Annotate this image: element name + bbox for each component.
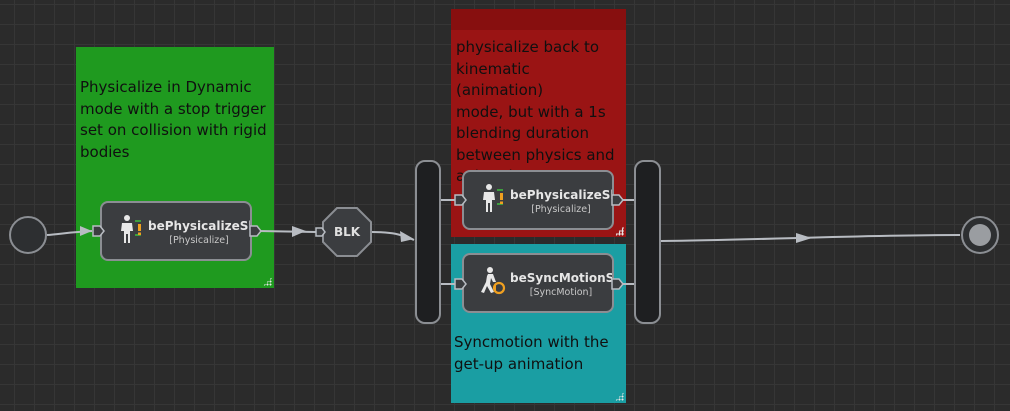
physicalize-figure-icon [483, 184, 503, 212]
note-text: Physicalize in Dynamic mode with a stop … [80, 78, 267, 161]
node-title: beSyncMotionS... [510, 271, 612, 285]
node-subtitle: [SyncMotion] [529, 287, 593, 298]
start-node[interactable] [9, 216, 47, 254]
parallel-fork-bar[interactable] [415, 160, 441, 324]
arrow-icon [80, 226, 92, 236]
input-port-icon[interactable] [454, 278, 468, 290]
output-port-icon[interactable] [611, 194, 625, 206]
parallel-join-bar[interactable] [634, 160, 661, 324]
node-title: bePhysicalizeSh... [148, 219, 250, 233]
behavior-node-physicalize-1[interactable]: bePhysicalizeSh... [Physicalize] [100, 201, 252, 261]
resize-grip-icon[interactable] [615, 227, 624, 236]
resize-grip-icon[interactable] [615, 392, 624, 401]
wire [257, 230, 317, 233]
output-port-icon[interactable] [249, 225, 263, 237]
end-node-dot [969, 224, 991, 246]
blocker-label: BLK [333, 225, 361, 239]
behavior-node-physicalize-2[interactable]: bePhysicalizeSh... [Physicalize] [462, 170, 624, 236]
note-text: Syncmotion with the get-up animation [454, 333, 609, 373]
behavior-node-sync-motion[interactable]: beSyncMotionS... [SyncMotion] [462, 253, 614, 313]
resize-grip-icon[interactable] [615, 226, 624, 235]
note-text: physicalize back to kinematic (animation… [456, 38, 615, 185]
physicalize-figure-icon [121, 215, 141, 243]
arrow-icon [400, 231, 414, 242]
output-port-icon[interactable] [611, 278, 625, 290]
node-subtitle: [Physicalize] [531, 204, 591, 215]
node-subtitle: [Physicalize] [169, 235, 229, 246]
input-port-icon[interactable] [92, 225, 106, 237]
input-port-icon[interactable] [454, 194, 468, 206]
input-port-icon[interactable] [315, 227, 326, 237]
resize-grip-icon[interactable] [263, 277, 272, 286]
arrow-icon [796, 233, 812, 243]
node-title: bePhysicalizeSh... [510, 188, 612, 202]
sync-motion-figure-icon [481, 267, 506, 295]
note-header [451, 9, 626, 30]
arrow-icon [292, 226, 306, 237]
